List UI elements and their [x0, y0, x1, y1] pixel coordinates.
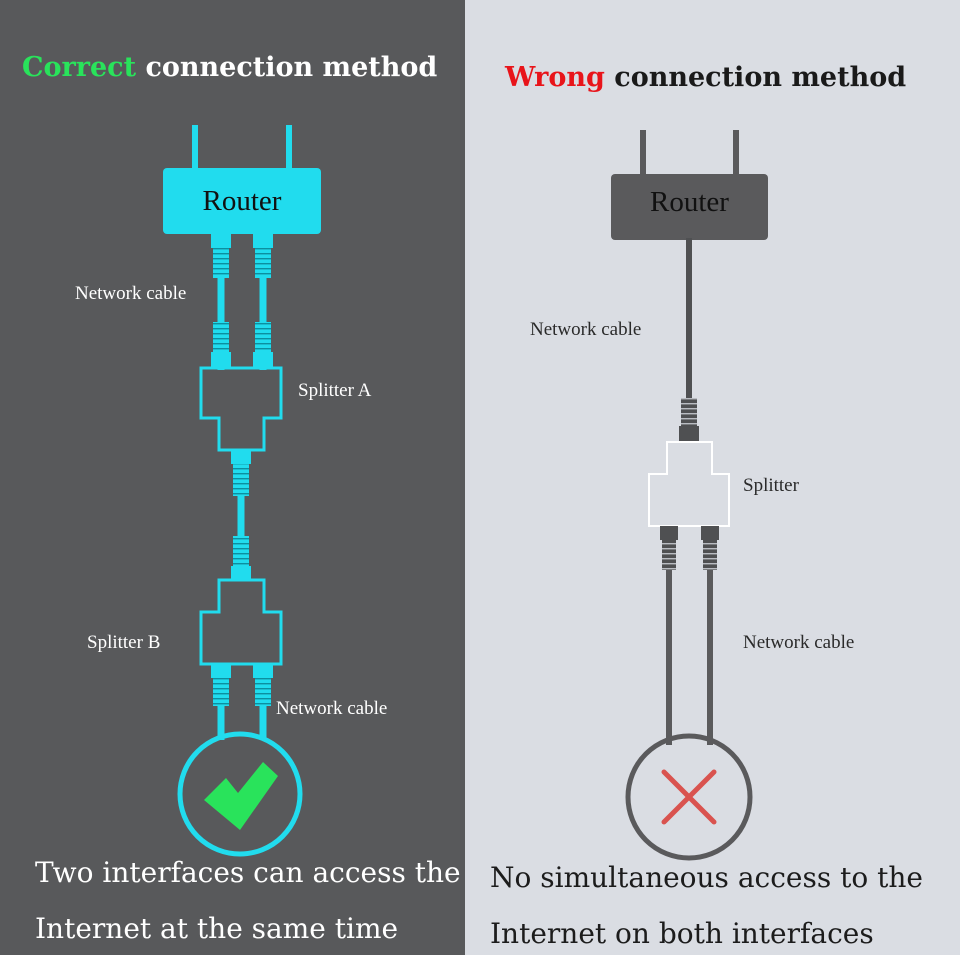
heading-highlight-correct: Correct: [22, 52, 137, 83]
cross-icon: [661, 769, 717, 825]
router-label-right: Router: [650, 186, 729, 218]
correct-diagram: [163, 125, 321, 857]
caption-right-line1: No simultaneous access to the: [490, 861, 923, 894]
heading-rest-left: connection method: [136, 52, 438, 83]
caption-left-line1: Two interfaces can access the: [35, 856, 461, 889]
router-right: [611, 130, 768, 240]
splitter-a: [199, 366, 283, 452]
network-cable-label-bottom-right: Network cable: [743, 632, 855, 653]
caption-left-line2: Internet at the same time: [35, 912, 399, 945]
network-cable-label-bottom-left: Network cable: [276, 698, 388, 719]
router-left: [163, 125, 321, 234]
network-cable-middle: [231, 450, 251, 580]
device-circle-left: [177, 731, 303, 857]
splitter-a-label: Splitter A: [298, 380, 372, 401]
network-cable-label-top-right: Network cable: [530, 319, 642, 340]
splitter: [648, 441, 730, 527]
splitter-b: [199, 578, 283, 666]
splitter-label: Splitter: [743, 475, 799, 496]
checkmark-icon: [204, 762, 278, 830]
wrong-method-heading: Wrong connection method: [505, 62, 906, 93]
network-cable-right-top: [679, 238, 699, 442]
correct-method-heading: Correct connection method: [22, 52, 437, 83]
network-cables-left-top: [211, 232, 273, 370]
heading-rest-right: connection method: [604, 62, 907, 93]
network-cable-label-top-left: Network cable: [75, 283, 187, 304]
device-circle-right: [625, 733, 753, 861]
wrong-diagram: [611, 130, 768, 861]
wrong-method-panel: [465, 0, 960, 955]
network-cables-right-bottom: [660, 526, 719, 745]
splitter-b-label: Splitter B: [87, 632, 161, 653]
caption-right-line2: Internet on both interfaces: [490, 917, 874, 950]
router-label-left: Router: [202, 185, 282, 217]
heading-highlight-wrong: Wrong: [505, 62, 605, 93]
network-cables-left-bottom: [211, 664, 273, 740]
